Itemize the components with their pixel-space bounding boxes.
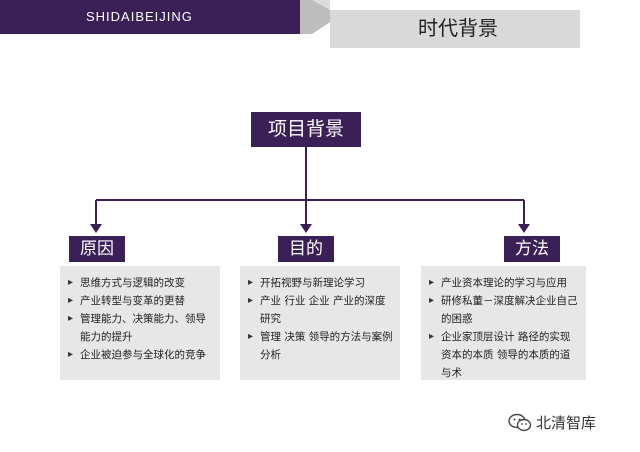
category-label-reason: 原因 [69, 236, 125, 262]
arrow-head-right [518, 224, 530, 233]
wechat-icon [508, 413, 532, 431]
list-item: 研修私董－深度解决企业自己的困惑 [429, 292, 580, 328]
list-item: 产业 行业 企业 产业的深度研究 [248, 292, 394, 328]
arrow-head-center [300, 224, 312, 233]
list-item: 产业转型与变革的更替 [68, 292, 214, 310]
panel-goal: 开拓视野与新理论学习 产业 行业 企业 产业的深度研究 管理 决策 领导的方法与… [240, 266, 400, 380]
list-item: 管理能力、决策能力、领导能力的提升 [68, 310, 214, 346]
watermark: 北清智库 [508, 412, 596, 433]
watermark-text: 北清智库 [536, 414, 597, 432]
panel-method: 产业资本理论的学习与应用 研修私董－深度解决企业自己的困惑 企业家顶层设计 路径… [421, 266, 586, 380]
arrow-head-left [90, 224, 102, 233]
header-slope [300, 0, 580, 48]
header-code: SHIDAIBEIJING [86, 9, 193, 24]
list-item: 企业家顶层设计 路径的实现 资本的本质 领导的本质的道与术 [429, 328, 580, 382]
root-node: 项目背景 [251, 112, 361, 147]
list-item: 企业被迫参与全球化的竞争 [68, 346, 214, 364]
category-label-method: 方法 [504, 236, 560, 262]
header-title: 时代背景 [418, 16, 498, 40]
list-item: 思维方式与逻辑的改变 [68, 274, 214, 292]
list-item: 开拓视野与新理论学习 [248, 274, 394, 292]
category-label-goal: 目的 [278, 236, 334, 262]
header-band [0, 0, 312, 34]
list-item: 产业资本理论的学习与应用 [429, 274, 580, 292]
list-item: 管理 决策 领导的方法与案例分析 [248, 328, 394, 364]
panel-reason: 思维方式与逻辑的改变 产业转型与变革的更替 管理能力、决策能力、领导能力的提升 … [60, 266, 220, 380]
